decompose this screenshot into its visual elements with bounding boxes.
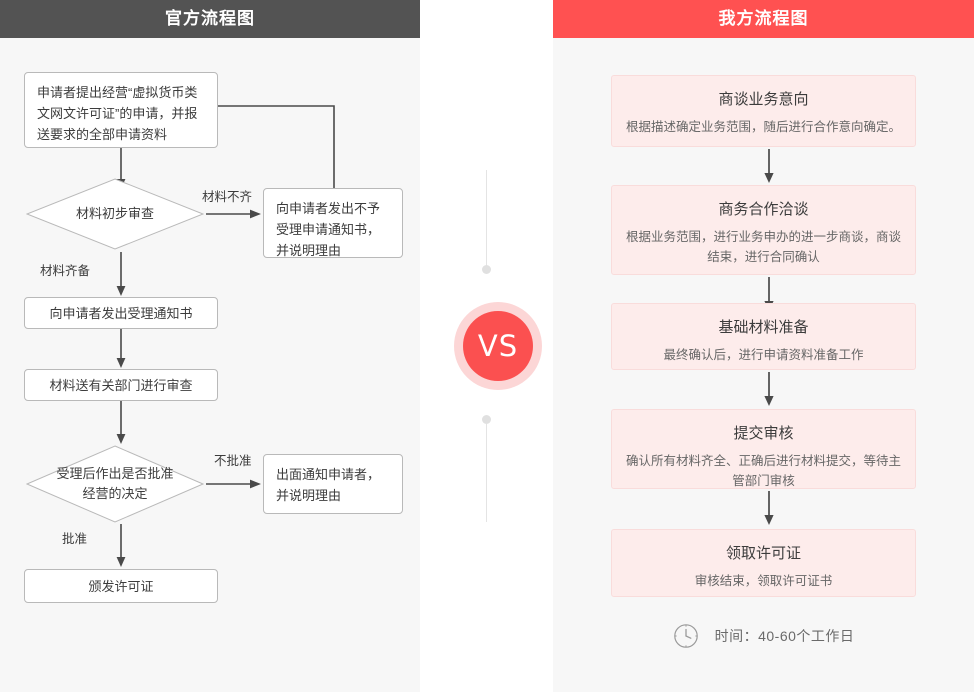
step-card-2-desc: 根据业务范围，进行业务申办的进一步商谈，商谈结束，进行合同确认 xyxy=(626,230,902,264)
step-card-4[interactable]: 提交审核 确认所有材料齐全、正确后进行材料提交，等待主管部门审核 xyxy=(611,409,916,489)
step-card-1-title: 商谈业务意向 xyxy=(718,91,809,108)
vs-dot-bottom xyxy=(482,415,491,424)
edge-label-incomplete: 材料不齐 xyxy=(202,190,253,204)
step-card-5-title: 领取许可证 xyxy=(725,545,801,562)
step-card-2[interactable]: 商务合作洽谈 根据业务范围，进行业务申办的进一步商谈，商谈结束，进行合同确认 xyxy=(611,185,916,275)
flow-node-accept-notice: 向申请者发出受理通知书 xyxy=(24,297,218,329)
arrow-dept-to-decision xyxy=(116,401,126,444)
step-arrow-4-5 xyxy=(764,491,774,525)
flow-node-dept-review: 材料送有关部门进行审查 xyxy=(24,369,218,401)
our-flow-panel: 我方流程图 商谈业务意向 根据描述确定业务范围，随后进行合作意向确定。 商务合作… xyxy=(553,0,974,692)
flow-node-approval-decision: 受理后作出是否批准经营的决定 xyxy=(26,445,204,523)
vs-divider-column: VS xyxy=(420,0,553,692)
step-arrow-3-4 xyxy=(764,372,774,406)
arrow-accept-to-dept xyxy=(116,329,126,368)
official-flow-header: 官方流程图 xyxy=(0,0,420,38)
flow-node-apply: 申请者提出经营“虚拟货币类文网文许可证”的申请，并报送要求的全部申请资料 xyxy=(24,72,218,148)
step-card-4-desc: 确认所有材料齐全、正确后进行材料提交，等待主管部门审核 xyxy=(626,454,902,488)
edge-label-approved: 批准 xyxy=(62,532,88,546)
arrow-review-to-accept xyxy=(116,252,126,296)
flow-node-initial-review-label: 材料初步审查 xyxy=(75,206,154,221)
vs-line-bottom xyxy=(486,424,487,522)
our-flow-header: 我方流程图 xyxy=(553,0,974,38)
official-flow-panel: 官方流程图 申请者提出经营“虚拟货币类文网文许可证”的申请，并报送要求的全部申请… xyxy=(0,0,420,692)
arrow-decision-to-reject2 xyxy=(206,479,261,489)
clock-icon xyxy=(673,624,698,648)
flow-node-approval-decision-label: 受理后作出是否批准经营的决定 xyxy=(56,466,174,501)
vs-dot-top xyxy=(482,265,491,274)
step-card-5-desc: 审核结束，领取许可证书 xyxy=(694,574,833,588)
step-card-4-title: 提交审核 xyxy=(733,425,794,442)
vs-badge-label: VS xyxy=(463,311,533,381)
diamond-shape xyxy=(26,445,204,523)
step-card-3-title: 基础材料准备 xyxy=(718,319,809,336)
vs-badge: VS xyxy=(454,302,542,390)
flow-node-initial-review: 材料初步审查 xyxy=(26,178,204,250)
processing-time-row: 时间：40-60个工作日 xyxy=(553,623,974,649)
vs-line-top xyxy=(486,170,487,270)
arrow-review-to-reject xyxy=(206,209,261,219)
flow-node-issue-license: 颁发许可证 xyxy=(24,569,218,603)
step-card-2-title: 商务合作洽谈 xyxy=(718,201,809,218)
flow-node-reject-inform: 出面通知申请者，并说明理由 xyxy=(263,454,403,514)
step-card-3-desc: 最终确认后，进行申请资料准备工作 xyxy=(663,348,864,362)
processing-time-text: 时间：40-60个工作日 xyxy=(714,628,855,644)
arrow-decision-to-issue xyxy=(116,524,126,567)
step-card-5[interactable]: 领取许可证 审核结束，领取许可证书 xyxy=(611,529,916,597)
step-arrow-1-2 xyxy=(764,149,774,183)
step-card-3[interactable]: 基础材料准备 最终确认后，进行申请资料准备工作 xyxy=(611,303,916,370)
edge-label-not-approved: 不批准 xyxy=(214,454,252,468)
edge-label-complete: 材料齐备 xyxy=(40,264,91,278)
step-card-1[interactable]: 商谈业务意向 根据描述确定业务范围，随后进行合作意向确定。 xyxy=(611,75,916,147)
flow-node-reject-notice: 向申请者发出不予受理申请通知书，并说明理由 xyxy=(263,188,403,258)
connector-apply-to-reject xyxy=(218,105,339,198)
step-card-1-desc: 根据描述确定业务范围，随后进行合作意向确定。 xyxy=(626,120,902,134)
diamond-shape xyxy=(26,178,204,250)
